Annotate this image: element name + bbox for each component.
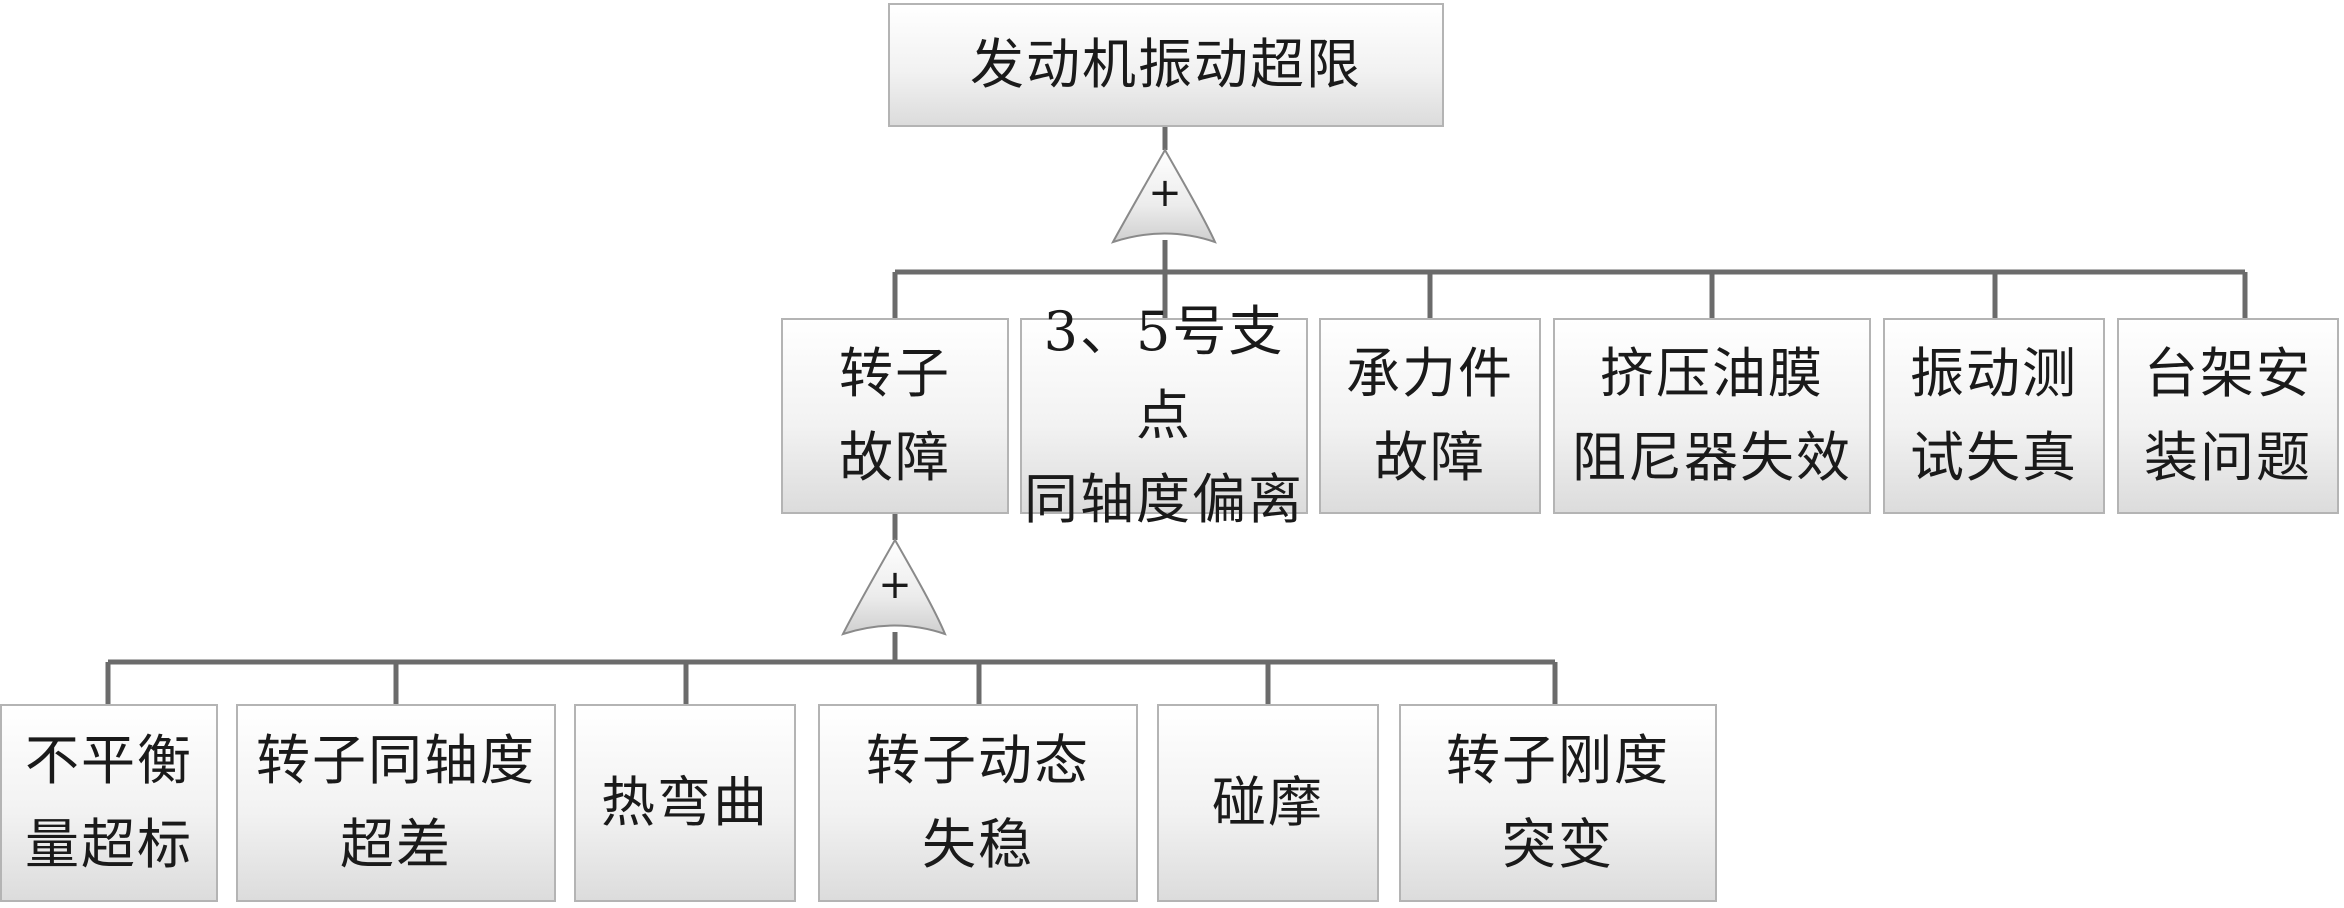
event-rotor-coaxiality-exceeded: 转子同轴度 超差	[236, 704, 556, 902]
event-test-stand-installation: 台架安 装问题	[2117, 318, 2339, 514]
event-label: 挤压油膜 阻尼器失效	[1572, 342, 1852, 489]
event-thermal-bending: 热弯曲	[574, 704, 796, 902]
event-label: 承力件 故障	[1346, 342, 1514, 489]
event-rotor-fault: 转子 故障	[781, 318, 1009, 514]
or-gate-1	[1110, 147, 1217, 244]
event-support-misalignment: 3、5号支点 同轴度偏离	[1020, 300, 1308, 531]
event-rotor-dynamic-instability: 转子动态 失稳	[818, 704, 1138, 902]
or-gate-1-symbol: +	[1148, 170, 1182, 216]
event-label: 转子同轴度 超差	[256, 729, 536, 876]
event-label: 转子 故障	[839, 342, 951, 489]
event-label: 转子刚度 突变	[1446, 729, 1670, 876]
event-rubbing: 碰摩	[1157, 704, 1379, 902]
event-load-bearing-fault: 承力件 故障	[1319, 318, 1541, 514]
top-event-box: 发动机振动超限	[888, 3, 1444, 127]
event-label: 转子动态 失稳	[866, 729, 1090, 876]
event-rotor-stiffness-change: 转子刚度 突变	[1399, 704, 1717, 902]
event-label: 不平衡 量超标	[25, 729, 193, 876]
or-gate-2-symbol: +	[878, 562, 912, 608]
event-squeeze-film-damper-failure: 挤压油膜 阻尼器失效	[1553, 318, 1871, 514]
event-label: 振动测 试失真	[1910, 342, 2078, 489]
event-label: 碰摩	[1212, 771, 1324, 834]
event-vibration-test-distortion: 振动测 试失真	[1883, 318, 2105, 514]
or-gate-2	[841, 537, 947, 636]
event-label: 台架安 装问题	[2144, 342, 2312, 489]
event-unbalance-exceeded: 不平衡 量超标	[0, 704, 218, 902]
top-event-label: 发动机振动超限	[970, 33, 1362, 96]
event-label: 热弯曲	[601, 771, 769, 834]
event-label: 3、5号支点 同轴度偏离	[1024, 300, 1304, 531]
